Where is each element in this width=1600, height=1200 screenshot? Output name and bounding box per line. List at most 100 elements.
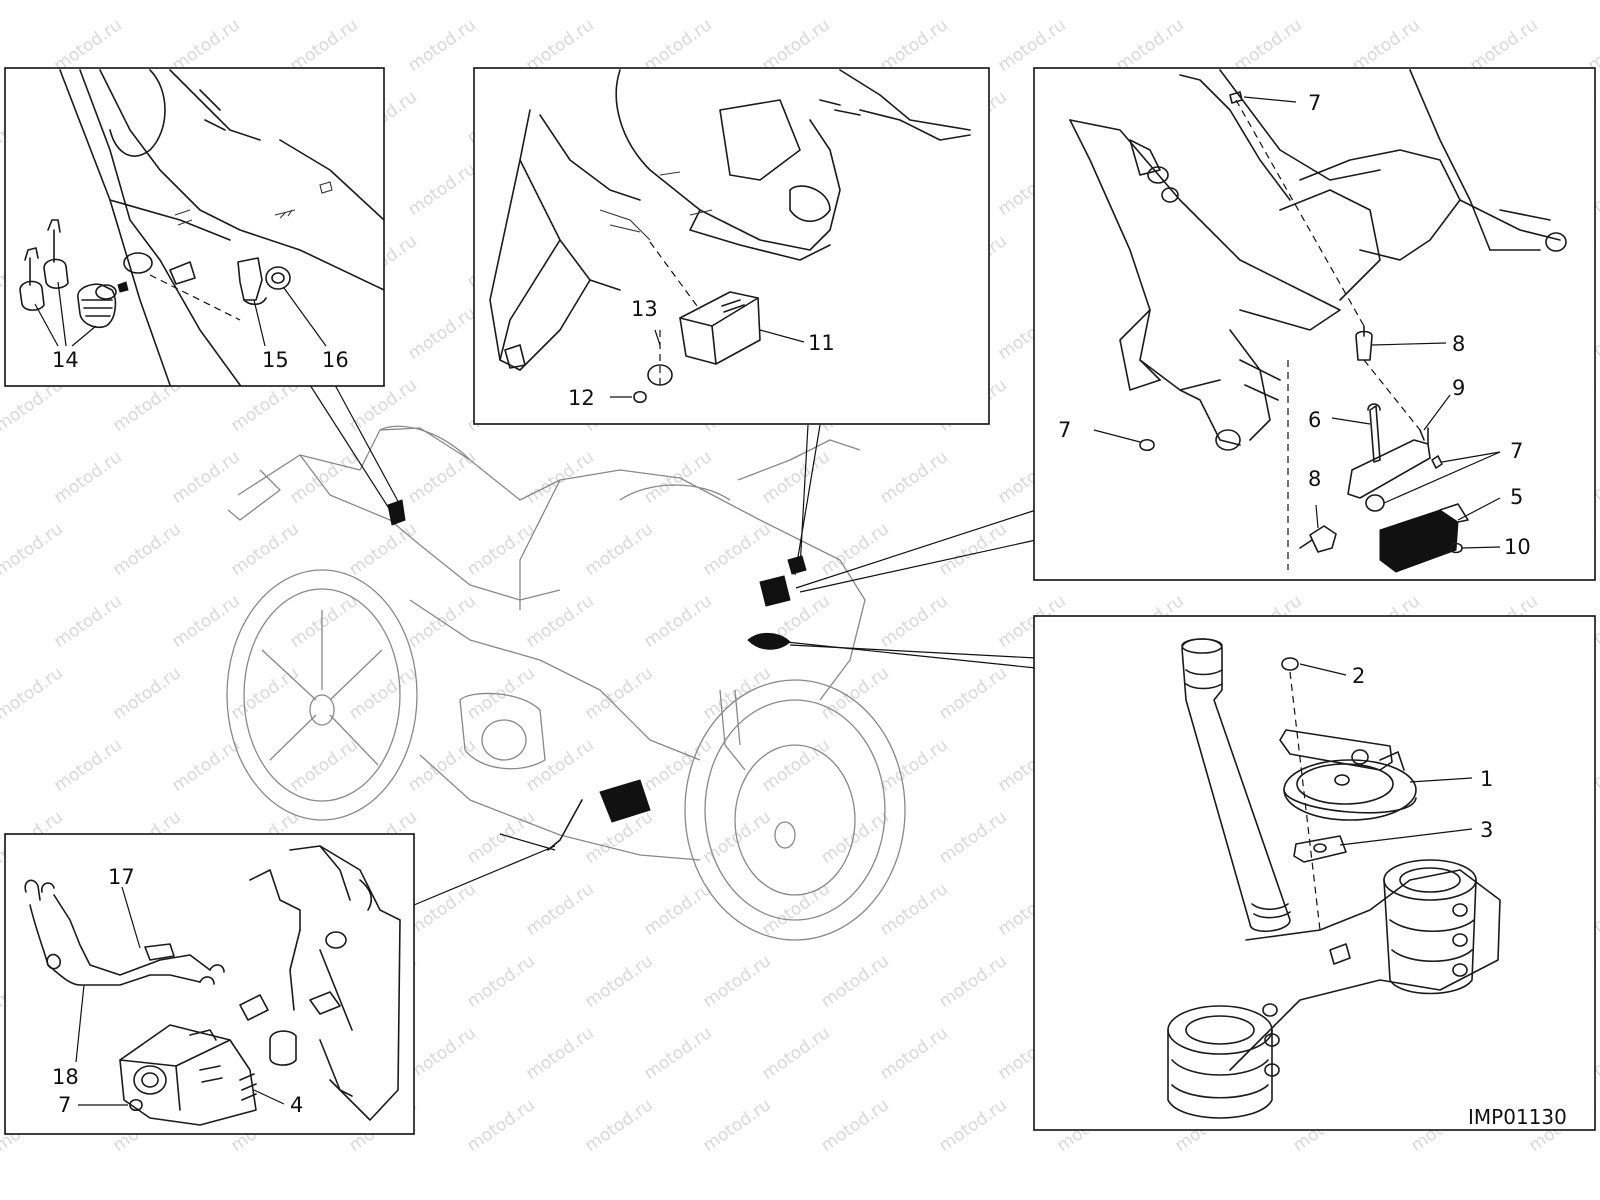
watermark-text: motod.ru <box>1584 15 1600 76</box>
watermark-text: motod.ru <box>994 15 1069 76</box>
watermark-text: motod.ru <box>286 735 361 796</box>
watermark-text: motod.ru <box>1407 0 1482 4</box>
watermark-text: motod.ru <box>699 1095 774 1156</box>
watermark-text: motod.ru <box>758 15 833 76</box>
callout-9: 9 <box>1452 376 1465 400</box>
watermark-text: motod.ru <box>817 1095 892 1156</box>
sensor-cables <box>24 879 225 986</box>
panel-horn: 2 1 3 IMP01130 <box>1033 615 1596 1131</box>
watermark-text: motod.ru <box>404 1023 479 1084</box>
watermark-text: motod.ru <box>0 519 67 580</box>
callout-6: 6 <box>1308 408 1321 432</box>
watermark-text: motod.ru <box>286 591 361 652</box>
watermark-text: motod.ru <box>935 951 1010 1012</box>
frame-drawing <box>1069 69 1567 451</box>
watermark-text: motod.ru <box>935 0 1010 4</box>
watermark-text: motod.ru <box>522 591 597 652</box>
watermark-text: motod.ru <box>876 15 951 76</box>
motorcycle-outline <box>226 425 906 941</box>
watermark-text: motod.ru <box>522 879 597 940</box>
callout-10: 10 <box>1504 535 1531 559</box>
watermark-text: motod.ru <box>109 663 184 724</box>
watermark-text: motod.ru <box>1466 15 1541 76</box>
watermark-text: motod.ru <box>699 519 774 580</box>
panel-frame-sensor: 7 8 7 9 6 7 8 5 10 <box>1033 67 1596 581</box>
watermark-text: motod.ru <box>935 663 1010 724</box>
watermark-text: motod.ru <box>463 807 538 868</box>
watermark-text: motod.ru <box>1112 15 1187 76</box>
callout-7-top: 7 <box>1308 91 1321 115</box>
watermark-text: motod.ru <box>817 663 892 724</box>
watermark-text: motod.ru <box>581 519 656 580</box>
control-unit-box <box>119 1024 257 1126</box>
watermark-text: motod.ru <box>581 1095 656 1156</box>
watermark-text: motod.ru <box>581 951 656 1012</box>
watermark-text: motod.ru <box>227 0 302 4</box>
watermark-text: motod.ru <box>876 735 951 796</box>
callout-8-lower: 8 <box>1308 467 1321 491</box>
watermark-text: motod.ru <box>640 15 715 76</box>
watermark-text: motod.ru <box>640 591 715 652</box>
mounting-plate <box>239 845 401 1121</box>
watermark-text: motod.ru <box>404 15 479 76</box>
watermark-text: motod.ru <box>522 447 597 508</box>
watermark-text: motod.ru <box>227 663 302 724</box>
watermark-text: motod.ru <box>50 735 125 796</box>
watermark-text: motod.ru <box>50 591 125 652</box>
watermark-text: motod.ru <box>463 519 538 580</box>
horn-leaders <box>1289 663 1473 931</box>
callout-11: 11 <box>808 331 835 355</box>
watermark-text: motod.ru <box>1053 0 1128 4</box>
watermark-text: motod.ru <box>581 0 656 4</box>
watermark-text: motod.ru <box>50 15 125 76</box>
watermark-text: motod.ru <box>463 1095 538 1156</box>
watermark-text: motod.ru <box>1289 0 1364 4</box>
callout-1: 1 <box>1480 767 1493 791</box>
watermark-text: motod.ru <box>817 519 892 580</box>
watermark-text: motod.ru <box>345 0 420 4</box>
ignition-callout-leaders <box>34 274 327 347</box>
image-code: IMP01130 <box>1468 1105 1567 1129</box>
callout-18: 18 <box>52 1065 79 1089</box>
watermark-text: motod.ru <box>640 1023 715 1084</box>
control-unit-leaders <box>75 886 285 1106</box>
watermark-text: motod.ru <box>758 447 833 508</box>
callout-7-left: 7 <box>1058 418 1071 442</box>
watermark-text: motod.ru <box>522 15 597 76</box>
callout-5: 5 <box>1510 485 1523 509</box>
watermark-text: motod.ru <box>286 15 361 76</box>
front-wheel <box>684 679 906 941</box>
watermark-text: motod.ru <box>404 303 479 364</box>
watermark-text: motod.ru <box>404 447 479 508</box>
watermark-text: motod.ru <box>404 879 479 940</box>
callout-15: 15 <box>262 348 289 372</box>
watermark-text: motod.ru <box>404 159 479 220</box>
watermark-text: motod.ru <box>640 735 715 796</box>
triple-clamp <box>1167 859 1501 1119</box>
watermark-text: motod.ru <box>876 591 951 652</box>
watermark-text: motod.ru <box>463 951 538 1012</box>
watermark-text: motod.ru <box>699 951 774 1012</box>
callout-13: 13 <box>631 297 658 321</box>
watermark-text: motod.ru <box>0 663 67 724</box>
watermark-text: motod.ru <box>876 447 951 508</box>
watermark-text: motod.ru <box>227 519 302 580</box>
callout-7-right: 7 <box>1510 439 1523 463</box>
watermark-text: motod.ru <box>758 735 833 796</box>
frame-sensor-leaders <box>1093 96 1501 570</box>
rear-wheel <box>226 569 418 821</box>
watermark-text: motod.ru <box>876 1023 951 1084</box>
watermark-text: motod.ru <box>404 735 479 796</box>
watermark-text: motod.ru <box>463 663 538 724</box>
panel-leaders <box>309 384 1037 906</box>
ignition-bracket <box>237 257 291 306</box>
watermark-text: motod.ru <box>50 447 125 508</box>
watermark-text: motod.ru <box>345 519 420 580</box>
watermark-text: motod.ru <box>463 0 538 4</box>
watermark-text: motod.ru <box>1230 15 1305 76</box>
fairing-drawing <box>489 69 971 371</box>
front-control-unit <box>633 291 761 404</box>
watermark-text: motod.ru <box>1525 0 1600 4</box>
callout-3: 3 <box>1480 818 1493 842</box>
callout-12: 12 <box>568 386 595 410</box>
